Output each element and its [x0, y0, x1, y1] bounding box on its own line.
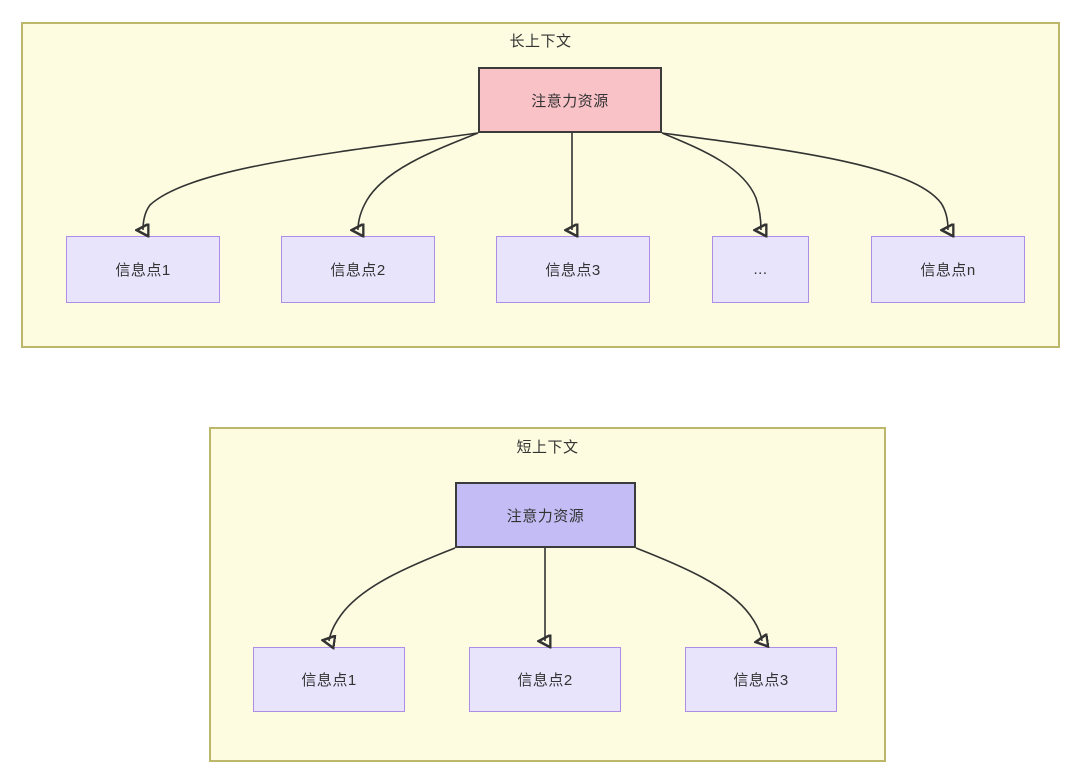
node-info-point-n-long[interactable]: 信息点n — [871, 236, 1025, 303]
node-attention-resource-short[interactable]: 注意力资源 — [455, 482, 636, 548]
node-info-point-3-short[interactable]: 信息点3 — [685, 647, 837, 712]
node-info-point-ellipsis-long[interactable]: ... — [712, 236, 809, 303]
node-attention-resource-long[interactable]: 注意力资源 — [478, 67, 662, 133]
panel-long-context-title: 长上下文 — [509, 33, 572, 50]
panel-short-context-title: 短上下文 — [516, 439, 579, 456]
node-info-point-2-short[interactable]: 信息点2 — [469, 647, 621, 712]
node-info-point-1-long[interactable]: 信息点1 — [66, 236, 220, 303]
node-info-point-1-short[interactable]: 信息点1 — [253, 647, 405, 712]
node-info-point-3-long[interactable]: 信息点3 — [496, 236, 650, 303]
node-info-point-2-long[interactable]: 信息点2 — [281, 236, 435, 303]
